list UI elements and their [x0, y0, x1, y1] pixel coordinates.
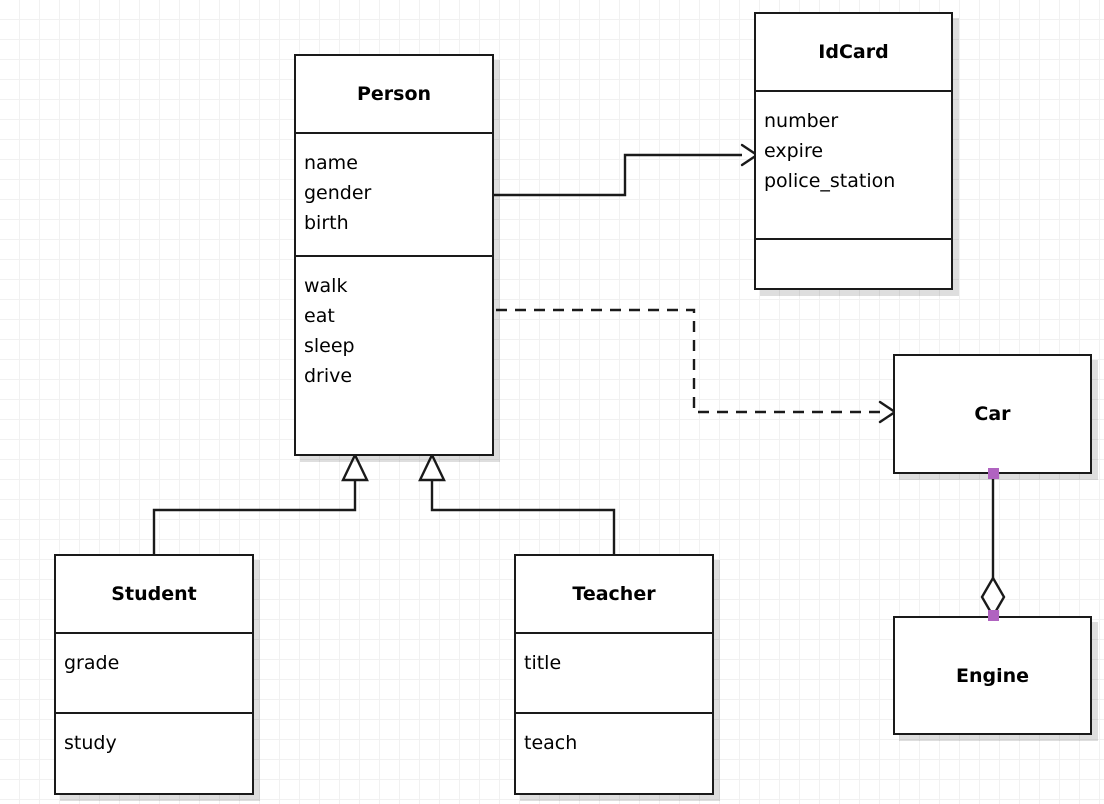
method-item: eat [304, 305, 335, 327]
class-methods-teacher: teach [516, 712, 712, 793]
attribute-item: birth [304, 212, 349, 234]
uml-class-engine[interactable]: Engine [893, 616, 1092, 735]
class-methods-idcard [756, 238, 951, 288]
attribute-item: number [764, 110, 839, 132]
class-title-teacher: Teacher [572, 583, 656, 605]
class-title-car: Car [974, 403, 1011, 425]
method-item: teach [524, 732, 578, 754]
method-item: drive [304, 365, 353, 387]
connection-port-engine-top[interactable] [988, 610, 999, 621]
uml-class-student[interactable]: Student grade study [54, 554, 254, 795]
edge-teacher-person-generalization[interactable] [418, 452, 616, 556]
attribute-item: expire [764, 140, 824, 162]
class-attributes-student: grade [56, 632, 252, 712]
class-methods-student: study [56, 712, 252, 793]
class-title-engine: Engine [955, 664, 1030, 687]
class-attributes-teacher: title [516, 632, 712, 712]
method-item: walk [304, 275, 348, 297]
edge-student-person-generalization[interactable] [152, 452, 369, 556]
class-title-student: Student [111, 583, 197, 605]
method-item: study [64, 732, 117, 754]
class-title-idcard: IdCard [818, 41, 889, 63]
uml-class-teacher[interactable]: Teacher title teach [514, 554, 714, 795]
method-item: sleep [304, 335, 355, 357]
attribute-item: name [304, 152, 358, 174]
class-title-person: Person [356, 83, 432, 105]
uml-class-car[interactable]: Car [893, 354, 1092, 474]
class-attributes-idcard: number expire police_station [756, 90, 951, 238]
class-methods-person: walk eat sleep drive [296, 255, 492, 454]
edge-person-car-dependency[interactable] [496, 308, 897, 424]
class-attributes-person: name gender birth [296, 132, 492, 255]
uml-class-idcard[interactable]: IdCard number expire police_station [754, 12, 953, 290]
attribute-item: grade [64, 652, 120, 674]
connection-port-car-bottom[interactable] [988, 468, 999, 479]
uml-class-person[interactable]: Person name gender birth walk eat sleep … [294, 54, 494, 456]
attribute-item: police_station [764, 170, 896, 192]
attribute-item: gender [304, 182, 372, 204]
edge-person-idcard-association[interactable] [494, 143, 759, 197]
attribute-item: title [524, 652, 562, 674]
edge-car-engine-aggregation[interactable] [980, 474, 1006, 619]
